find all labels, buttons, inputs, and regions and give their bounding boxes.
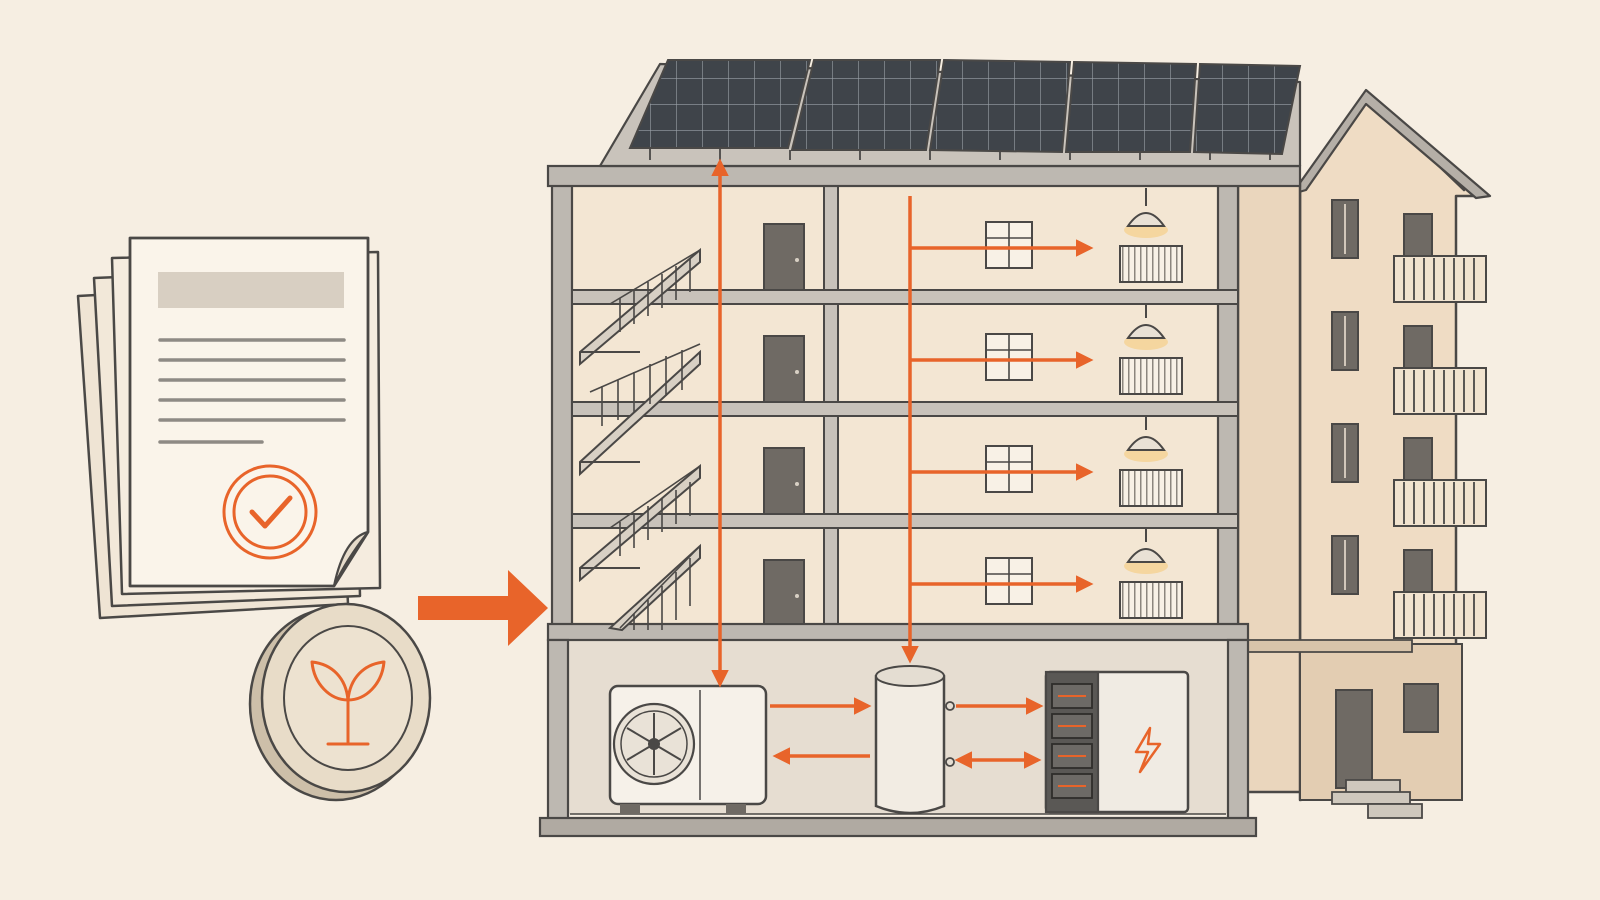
battery-storage: [1044, 670, 1190, 814]
radiators: [1119, 245, 1183, 619]
fan-icon: [626, 713, 682, 775]
lightning-bolt-icon: [1134, 726, 1162, 774]
arrow-right-icon: [418, 570, 548, 646]
document-stack-icon: [76, 236, 382, 620]
staircase: [579, 247, 701, 632]
building-facade: [1236, 88, 1492, 819]
solar-panel-array: [598, 58, 1302, 168]
storage-tank: [874, 665, 955, 815]
solar-panel: [628, 58, 1302, 156]
entrance-door: [1331, 689, 1423, 819]
distribution-arrows: [910, 239, 1094, 593]
apartment-windows: [985, 221, 1033, 605]
floor-slabs: [571, 289, 1239, 529]
energy-flows: [711, 158, 1094, 769]
document-front: [128, 236, 370, 588]
coin-sprout-icon: [248, 602, 432, 802]
balconies: [1393, 255, 1487, 639]
apartment-building: [538, 58, 1492, 838]
document-header-bar: [158, 272, 344, 308]
ceiling-lamps: [1124, 188, 1168, 574]
checkmark-badge-icon: [222, 464, 318, 560]
document-text-lines: [158, 338, 346, 444]
corridor-doors: [763, 223, 805, 625]
heat-pump-unit: [608, 684, 768, 814]
